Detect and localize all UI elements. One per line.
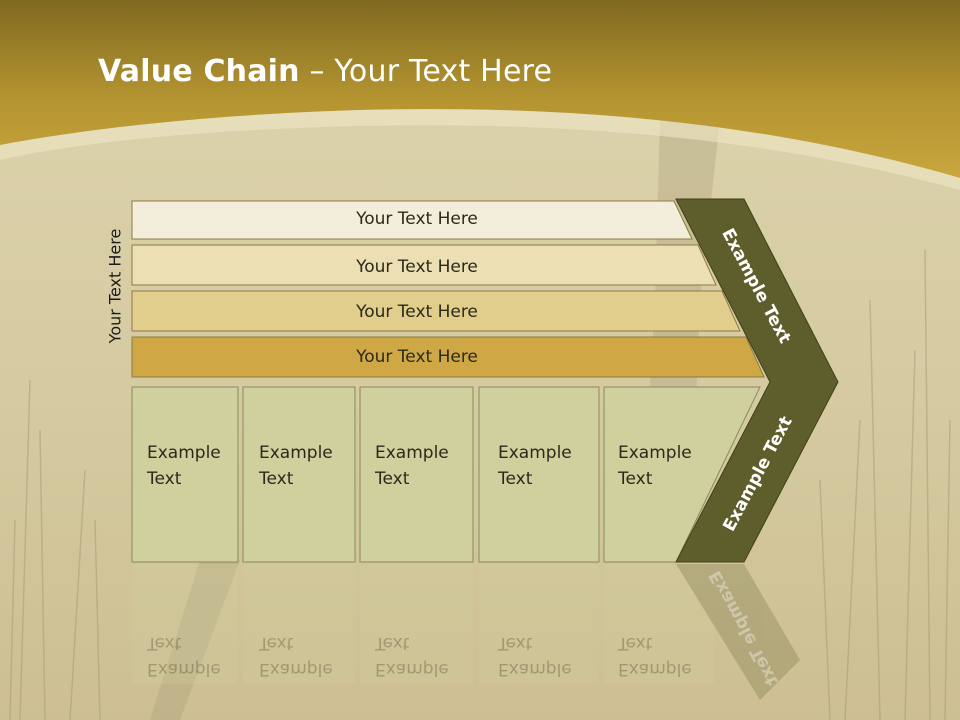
box-1	[131, 386, 239, 563]
box-label-line: Example	[147, 443, 221, 463]
bar-label-2: Your Text Here	[356, 257, 478, 277]
page-title: Value Chain – Your Text Here	[98, 54, 552, 89]
box-2	[242, 386, 356, 563]
reflection-group	[132, 564, 800, 700]
title-rest: – Your Text Here	[299, 54, 553, 89]
box-label-line: Example	[375, 659, 449, 679]
box-label-reflection: Example Text	[259, 630, 333, 682]
box-label-line: Text	[375, 633, 410, 653]
box-3	[359, 386, 474, 563]
box-label-line: Example	[259, 443, 333, 463]
box-label-reflection: Example Text	[618, 630, 692, 682]
box-label-line: Example	[375, 443, 449, 463]
chevron-reflection	[676, 564, 800, 700]
box-label-line: Text	[498, 633, 533, 653]
bar-label-1: Your Text Here	[356, 209, 478, 229]
box-reflection	[243, 564, 355, 684]
box-label-line: Text	[618, 469, 653, 489]
box-label-line: Text	[498, 469, 533, 489]
bar-2	[131, 244, 717, 286]
box-reflection	[604, 564, 714, 684]
box-reflection	[132, 564, 238, 684]
box-label-line: Example	[259, 659, 333, 679]
box-label-line: Example	[618, 659, 692, 679]
box-4	[478, 386, 600, 563]
box-label-reflection: Example Text	[498, 630, 572, 682]
chevron-arrow	[675, 198, 839, 563]
bar-4	[131, 336, 765, 378]
box-label-line: Text	[147, 469, 182, 489]
box-label-line: Example	[147, 659, 221, 679]
box-reflection	[479, 564, 599, 684]
box-reflection	[360, 564, 473, 684]
box-label-line: Text	[259, 633, 294, 653]
bar-1	[131, 200, 693, 240]
box-label-reflection: Example Text	[375, 630, 449, 682]
title-bold: Value Chain	[98, 54, 300, 89]
box-label-line: Text	[147, 633, 182, 653]
bar-3	[131, 290, 741, 332]
box-label-line: Text	[259, 469, 294, 489]
bar-label-4: Your Text Here	[356, 347, 478, 367]
box-label-line: Example	[498, 659, 572, 679]
bar-label-3: Your Text Here	[356, 302, 478, 322]
box-label-line: Example	[618, 443, 692, 463]
box-label-reflection: Example Text	[147, 630, 221, 682]
box-label-line: Text	[618, 633, 653, 653]
box-label-line: Text	[375, 469, 410, 489]
box-label-line: Example	[498, 443, 572, 463]
